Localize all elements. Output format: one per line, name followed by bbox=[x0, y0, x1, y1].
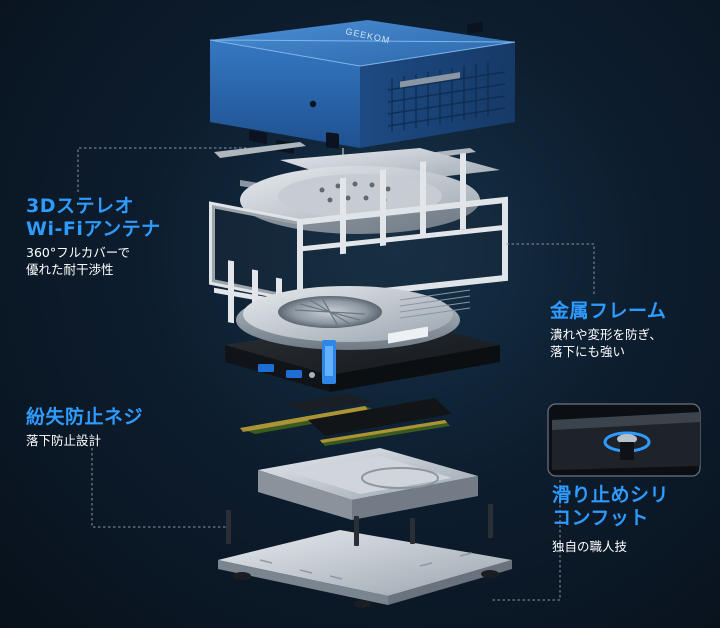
wifi-antenna-desc-line2: 優れた耐干渉性 bbox=[26, 262, 114, 277]
chassis-top-cover bbox=[209, 20, 516, 196]
silicone-foot-closeup-inset bbox=[547, 403, 701, 477]
wifi-antenna-desc-line1: 360°フルカバーで bbox=[26, 245, 130, 260]
silicone-feet-desc: 独自の職人技 bbox=[552, 539, 628, 554]
metal-frame-desc-line2: 落下にも強い bbox=[550, 344, 626, 359]
silicone-feet-title-line1: 滑り止めシリ bbox=[552, 484, 670, 506]
motherboard-assembly bbox=[225, 286, 500, 392]
callout-anti-loss-screws: 紛失防止ネジ 落下防止設計 bbox=[26, 406, 196, 449]
callout-guide-lines bbox=[77, 147, 595, 601]
drive-bay-bracket bbox=[258, 448, 478, 520]
bottom-plate bbox=[218, 530, 512, 605]
anti-loss-screws bbox=[226, 504, 493, 546]
wifi-antenna-title-line1: 3Dステレオ bbox=[26, 195, 134, 217]
metal-frame bbox=[209, 153, 508, 341]
silicone-feet bbox=[233, 570, 499, 608]
metal-frame-desc-line1: 潰れや変形を防ぎ、 bbox=[550, 327, 662, 342]
callout-wifi-antenna: 3Dステレオ Wi-Fiアンテナ 360°フルカバーで 優れた耐干渉性 bbox=[26, 195, 201, 278]
callout-metal-frame: 金属フレーム 潰れや変形を防ぎ、 落下にも強い bbox=[550, 300, 715, 360]
callout-silicone-feet: 滑り止めシリ コンフット 独自の職人技 bbox=[552, 484, 712, 555]
wifi-antenna-title-line2: Wi-Fiアンテナ bbox=[26, 218, 161, 240]
silicone-feet-title-line2: コンフット bbox=[552, 507, 649, 529]
anti-loss-screws-desc: 落下防止設計 bbox=[26, 433, 102, 448]
metal-frame-title: 金属フレーム bbox=[550, 300, 667, 322]
ram-and-ssd-modules bbox=[240, 326, 452, 446]
anti-loss-screws-title: 紛失防止ネジ bbox=[26, 406, 144, 428]
